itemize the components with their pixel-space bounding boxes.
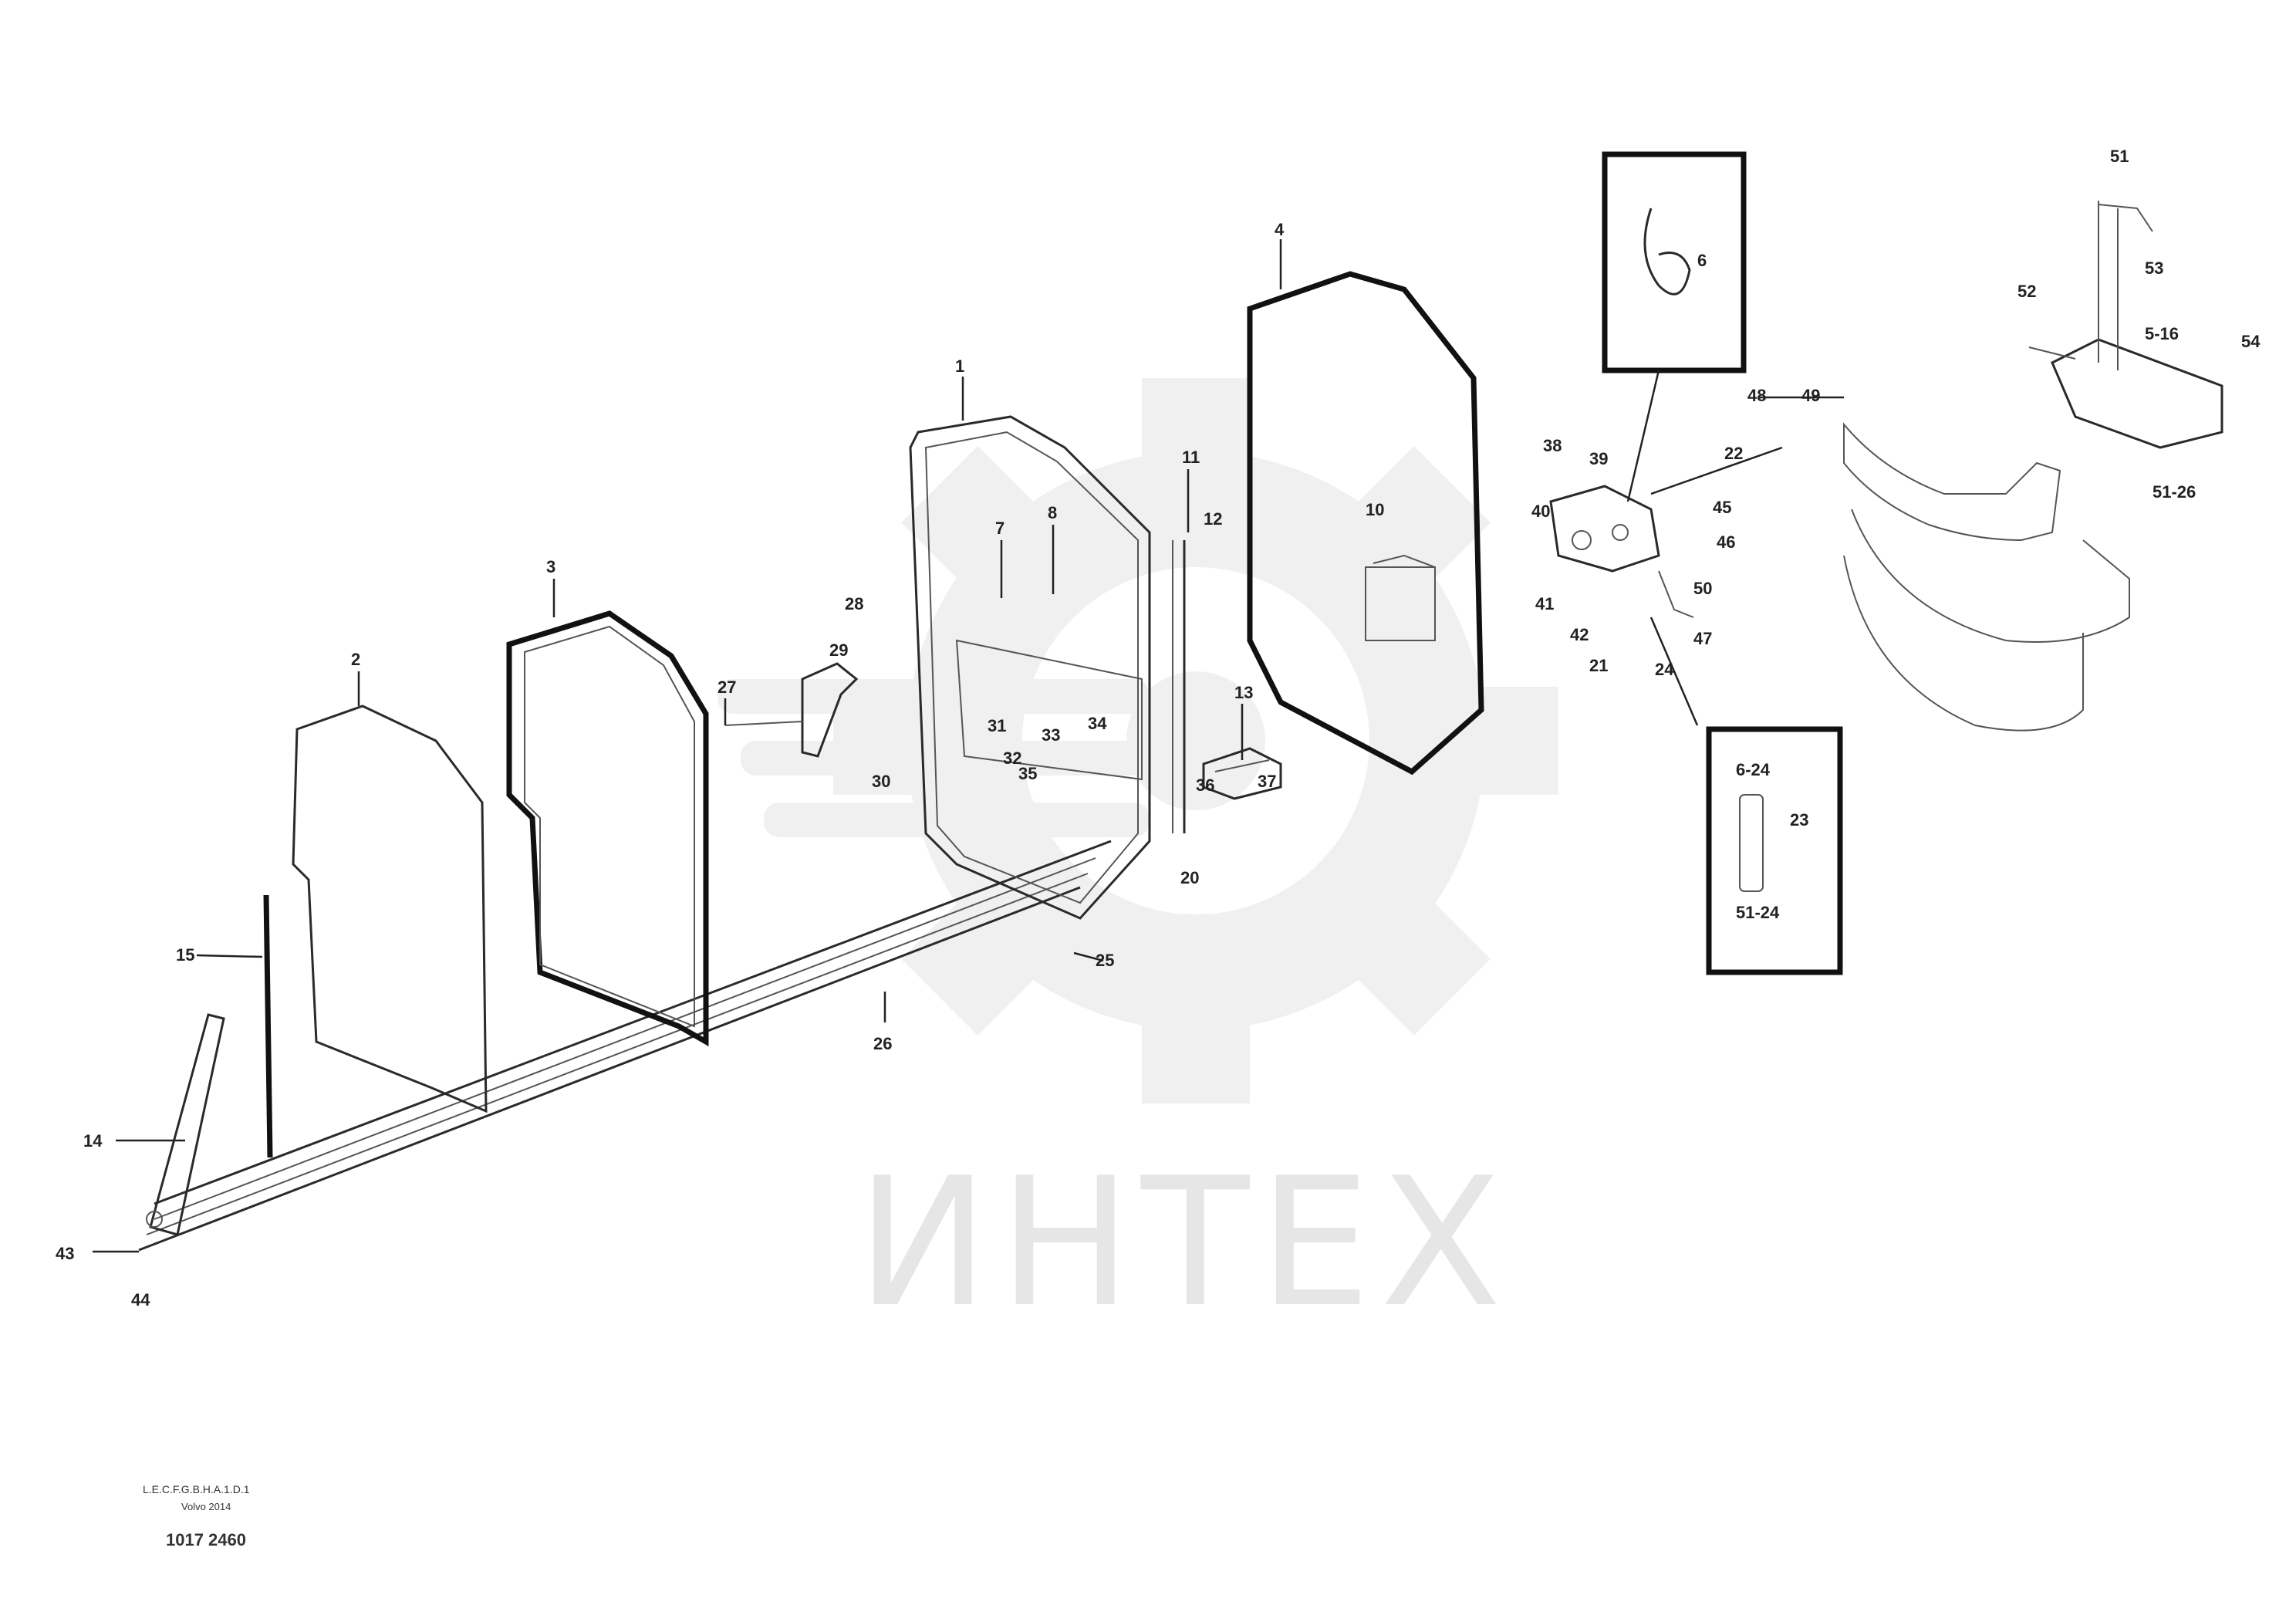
callout-glass-main: 1 [955, 357, 964, 376]
watermark-text: ИНТЕХ [856, 1140, 1511, 1347]
callout-range-c: 5-16 [2145, 324, 2179, 343]
callout-gasket: 37 [1258, 772, 1276, 791]
right-housing-outline [1843, 422, 2130, 732]
support-rods [146, 894, 273, 1236]
callout-bolt-a: 20 [1180, 868, 1199, 887]
watermark-gear-logo [718, 378, 1558, 1103]
callout-frame-upper: 4 [1275, 220, 1285, 239]
callout-bracket-b: 8 [1048, 503, 1057, 522]
callout-lock: 48 [1747, 386, 1766, 405]
callout-bracket-a: 7 [995, 519, 1004, 538]
callout-seal-b: 6 [1697, 251, 1707, 270]
detail-box-top [1602, 151, 1747, 502]
drawing-number: 1017 2460 [166, 1530, 246, 1549]
callout-sleeve: 50 [1693, 579, 1712, 598]
callout-bar: 52 [2017, 282, 2036, 301]
callout-range-d: 51-24 [1736, 903, 1780, 922]
callout-labels: 2 3 1 4 7 8 11 12 13 10 15 14 43 44 26 2… [56, 147, 2261, 1309]
middle-door-panel [909, 415, 1186, 920]
callout-nut-a: 23 [1790, 810, 1808, 830]
callout-rod-b: 15 [176, 945, 194, 965]
callout-leader-lines [93, 239, 1844, 1253]
callout-catch: 49 [1801, 386, 1820, 405]
drawing-reference-block: L.E.C.F.G.B.H.A.1.D.1 Volvo 2014 1017 24… [143, 1483, 250, 1549]
callout-rod-a: 14 [83, 1131, 103, 1151]
callout-bolt-c: 22 [1724, 444, 1743, 463]
callout-mount-a: 45 [1713, 498, 1731, 517]
callout-clip-b: 30 [872, 772, 890, 791]
callout-hinge-b: 47 [1693, 629, 1712, 648]
callout-bush: 51 [2110, 147, 2129, 166]
rear-glass-panel [292, 705, 488, 1113]
detail-box-bottom [1649, 617, 1843, 975]
callout-stop: 34 [1088, 714, 1107, 733]
rear-seal-frame [506, 610, 709, 1047]
hinge-block [1202, 747, 1282, 800]
callout-screw-b: 28 [845, 594, 863, 613]
callout-pin-a: 31 [988, 716, 1006, 735]
callout-washer-b: 26 [873, 1034, 892, 1053]
callout-range-a: 6-24 [1736, 760, 1771, 779]
callout-hinge-a: 13 [1234, 683, 1253, 702]
reference-line-1: L.E.C.F.G.B.H.A.1.D.1 [143, 1483, 250, 1495]
callout-mount-b: 46 [1717, 532, 1735, 552]
callout-bolt-b: 21 [1589, 656, 1608, 675]
callout-cable: 44 [131, 1290, 150, 1309]
latch-bracket [724, 662, 859, 758]
callout-range-b: 51-26 [2152, 482, 2196, 502]
lock-mechanism-cluster [1549, 446, 1783, 618]
callout-guide: 54 [2241, 332, 2261, 351]
callout-clip-a: 29 [829, 640, 848, 660]
callout-latch-b: 12 [1204, 509, 1222, 529]
callout-pin-b: 32 [1003, 748, 1021, 768]
callout-washer-a: 25 [1096, 951, 1114, 970]
callout-lever: 43 [56, 1244, 74, 1263]
callout-knob: 39 [1589, 449, 1608, 468]
callout-insert-b: 42 [1570, 625, 1589, 644]
callout-pivot: 53 [2145, 259, 2163, 278]
callout-mid-a: 10 [1366, 500, 1384, 519]
callout-nut-b: 24 [1655, 660, 1674, 679]
reference-line-2: Volvo 2014 [181, 1501, 231, 1512]
callout-handle: 35 [1018, 764, 1037, 783]
callout-insert-a: 41 [1535, 594, 1554, 613]
callout-plate: 36 [1196, 776, 1214, 795]
callout-glass-rear: 2 [351, 650, 360, 669]
callout-latch-a: 11 [1182, 448, 1200, 467]
callout-seal-rear: 3 [546, 557, 555, 576]
floor-rail-assembly [138, 840, 1112, 1252]
callout-cover: 38 [1543, 436, 1562, 455]
front-glass-panel [1247, 271, 1484, 776]
top-right-bracket [2028, 201, 2223, 449]
callout-cap: 40 [1531, 502, 1550, 521]
callout-spring: 33 [1042, 725, 1060, 745]
callout-screw-a: 27 [718, 678, 736, 697]
